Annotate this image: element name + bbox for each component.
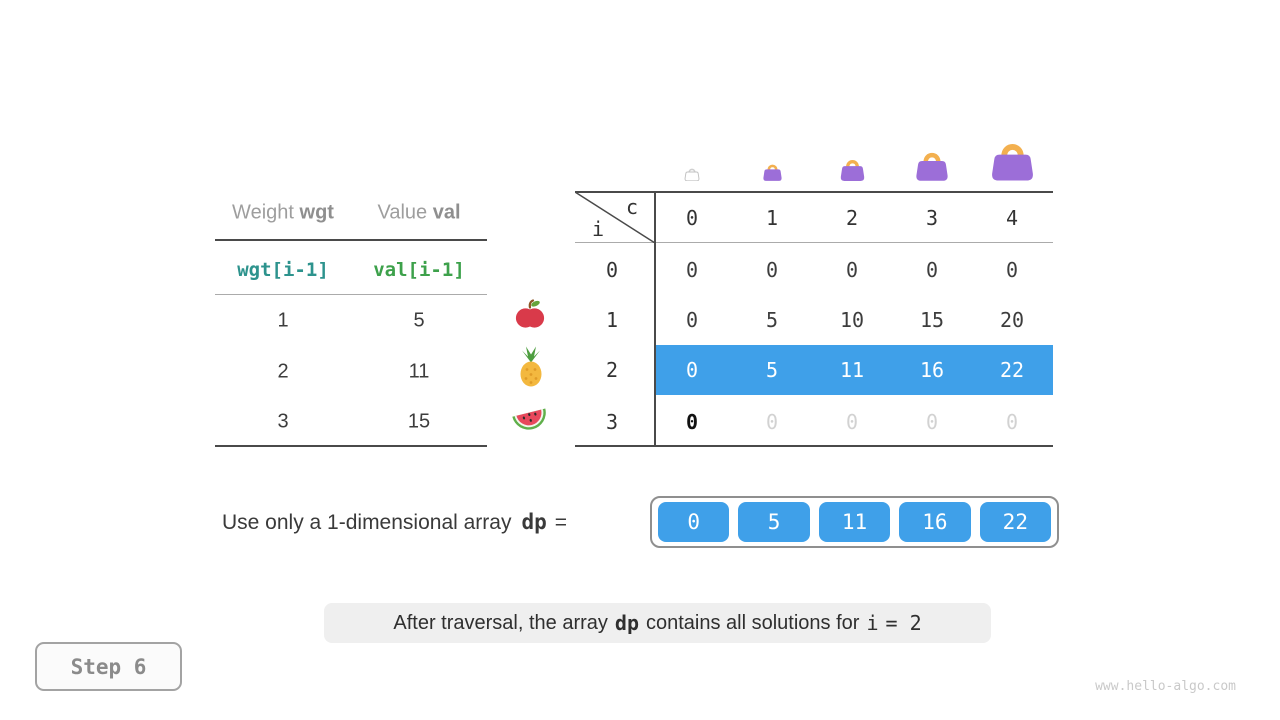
col-header: 2 xyxy=(845,206,859,230)
dp-cell-pending: 0 xyxy=(845,410,859,434)
dp-cell-highlighted: 11 xyxy=(839,358,865,382)
items-table-bottom-rule xyxy=(215,445,487,447)
item-value: 11 xyxy=(408,360,430,383)
apple-icon xyxy=(514,299,546,336)
site-url: www.hello-algo.com xyxy=(1095,679,1236,694)
dp-cell-pending: 0 xyxy=(925,410,939,434)
dp-array-cell: 22 xyxy=(979,502,1052,542)
item-value: 5 xyxy=(413,309,425,332)
dp-cell: 10 xyxy=(839,308,865,332)
dp-cell: 5 xyxy=(765,308,779,332)
bag-icon xyxy=(989,140,1036,186)
col-header: 1 xyxy=(765,206,779,230)
item-weight: 2 xyxy=(277,360,289,383)
bag-icon xyxy=(914,150,950,186)
watermelon-icon xyxy=(511,401,549,440)
dp-cell: 15 xyxy=(919,308,945,332)
items-table-top-rule xyxy=(215,239,487,241)
item-weight: 1 xyxy=(277,309,289,332)
dp-table-header-rule xyxy=(575,242,1053,243)
bag-icon xyxy=(839,158,866,186)
col-header: 4 xyxy=(1005,206,1019,230)
dp-array-container: 0 5 11 16 22 xyxy=(650,496,1059,548)
row-label: 2 xyxy=(605,358,619,382)
dp-cell: 0 xyxy=(845,258,859,282)
dp-cell-highlighted: 22 xyxy=(999,358,1025,382)
bag-empty-icon xyxy=(684,167,700,186)
dp-table-vertical-rule xyxy=(654,192,656,446)
highlighted-row-band xyxy=(655,345,1053,395)
corner-row-var: i xyxy=(591,217,605,241)
dp-cell: 20 xyxy=(999,308,1025,332)
items-table-mid-rule xyxy=(215,294,487,295)
weight-column-header: Weight wgt xyxy=(232,201,334,224)
pineapple-icon xyxy=(514,346,548,393)
item-value: 15 xyxy=(407,410,431,433)
dp-cell-highlighted: 0 xyxy=(685,358,699,382)
bag-icon xyxy=(762,163,783,186)
dp-cell-highlighted: 5 xyxy=(765,358,779,382)
dp-array-cell: 5 xyxy=(738,502,810,542)
value-column-header: Value val xyxy=(377,201,461,224)
dp-cell-pending: 0 xyxy=(765,410,779,434)
dp-cell: 0 xyxy=(685,308,699,332)
row-label: 3 xyxy=(605,410,619,434)
row-label: 0 xyxy=(605,258,619,282)
dp-cell: 0 xyxy=(685,258,699,282)
dp-variable: dp xyxy=(521,510,547,534)
corner-col-var: c xyxy=(625,195,639,219)
dp-table-bottom-rule xyxy=(575,445,1053,447)
dp-variable: dp xyxy=(614,611,639,635)
dp-array-cell: 11 xyxy=(818,502,891,542)
value-formula: val[i-1] xyxy=(373,259,465,281)
dp-table-top-rule xyxy=(575,191,1053,193)
col-header: 3 xyxy=(925,206,939,230)
dp-cell: 0 xyxy=(765,258,779,282)
dp-cell-pending: 0 xyxy=(1005,410,1019,434)
dp-array-cell: 0 xyxy=(658,502,730,542)
weight-formula: wgt[i-1] xyxy=(237,259,329,281)
dp-cell-highlighted: 16 xyxy=(919,358,945,382)
i-variable: i xyxy=(866,611,879,635)
item-weight: 3 xyxy=(277,410,289,433)
col-header: 0 xyxy=(685,206,699,230)
step-badge: Step 6 xyxy=(35,642,182,691)
corner-diagonal-line xyxy=(575,192,655,243)
dp-cell: 0 xyxy=(925,258,939,282)
dp-cell-current: 0 xyxy=(685,410,699,434)
dp-cell: 0 xyxy=(1005,258,1019,282)
row-label: 1 xyxy=(605,308,619,332)
dp-array-cell: 16 xyxy=(899,502,971,542)
